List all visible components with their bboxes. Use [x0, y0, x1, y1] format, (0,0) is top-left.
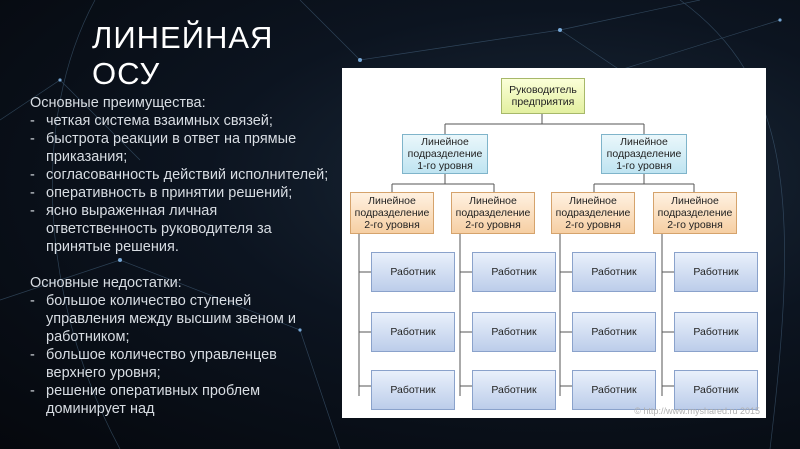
org-node-worker: Работник — [472, 370, 556, 410]
org-node-worker: Работник — [371, 312, 455, 352]
org-node-worker: Работник — [371, 252, 455, 292]
disadvantages-heading: Основные недостатки: — [30, 275, 182, 291]
disadvantage-item: решение оперативных проблем доминирует н… — [30, 382, 330, 418]
org-chart-connectors — [358, 114, 695, 396]
org-node-worker-label: Работник — [390, 266, 436, 278]
disadvantages-list: большое количество ступеней управления м… — [30, 292, 330, 418]
org-node-worker: Работник — [674, 252, 758, 292]
org-node-level2-label: Линейное подразделение 2-го уровня — [657, 195, 733, 231]
org-node-worker: Работник — [371, 370, 455, 410]
org-node-level2: Линейное подразделение 2-го уровня — [653, 192, 737, 234]
advantage-item: ясно выраженная личная ответственность р… — [30, 202, 330, 256]
org-node-level1-label: Линейное подразделение 1-го уровня — [407, 136, 483, 172]
advantages-list: четкая система взаимных связей; быстрота… — [30, 112, 330, 256]
advantage-item: оперативность в принятии решений; — [30, 184, 330, 202]
watermark: © http://www.myshared.ru 2015 — [634, 406, 760, 416]
org-node-worker-label: Работник — [591, 266, 637, 278]
disadvantage-item: большое количество управленцев верхнего … — [30, 346, 330, 382]
slide-title-line1: ЛИНЕЙНАЯ — [92, 20, 274, 55]
advantages-heading: Основные преимущества: — [30, 95, 206, 111]
disadvantage-item: большое количество ступеней управления м… — [30, 292, 330, 346]
org-node-level2: Линейное подразделение 2-го уровня — [551, 192, 635, 234]
org-node-level2-label: Линейное подразделение 2-го уровня — [455, 195, 531, 231]
advantage-item: быстрота реакции в ответ на прямые прика… — [30, 130, 330, 166]
slide-title: ЛИНЕЙНАЯ ОСУ — [92, 20, 292, 92]
org-node-worker-label: Работник — [390, 384, 436, 396]
org-node-worker-label: Работник — [390, 326, 436, 338]
org-node-level2: Линейное подразделение 2-го уровня — [350, 192, 434, 234]
org-node-level1: Линейное подразделение 1-го уровня — [402, 134, 488, 174]
org-node-worker: Работник — [572, 312, 656, 352]
org-node-worker-label: Работник — [491, 266, 537, 278]
org-node-level2-label: Линейное подразделение 2-го уровня — [354, 195, 430, 231]
org-node-worker-label: Работник — [693, 384, 739, 396]
org-node-level2: Линейное подразделение 2-го уровня — [451, 192, 535, 234]
org-node-worker: Работник — [572, 252, 656, 292]
org-node-worker: Работник — [674, 370, 758, 410]
org-node-level1: Линейное подразделение 1-го уровня — [601, 134, 687, 174]
section-spacer — [30, 256, 330, 274]
org-node-head-label: Руководитель предприятия — [509, 84, 577, 108]
org-node-worker-label: Работник — [491, 326, 537, 338]
org-node-worker-label: Работник — [693, 266, 739, 278]
org-node-worker-label: Работник — [591, 384, 637, 396]
org-node-worker-label: Работник — [693, 326, 739, 338]
advantage-item: четкая система взаимных связей; — [30, 112, 330, 130]
org-node-worker: Работник — [572, 370, 656, 410]
org-node-head: Руководитель предприятия — [501, 78, 585, 114]
org-node-worker-label: Работник — [591, 326, 637, 338]
advantage-item: согласованность действий исполнителей; — [30, 166, 330, 184]
org-node-level2-label: Линейное подразделение 2-го уровня — [555, 195, 631, 231]
slide-title-line2: ОСУ — [92, 56, 161, 91]
org-node-worker: Работник — [472, 312, 556, 352]
org-node-worker: Работник — [472, 252, 556, 292]
slide-text-block: Основные преимущества: четкая система вз… — [30, 94, 330, 418]
org-node-level1-label: Линейное подразделение 1-го уровня — [606, 136, 682, 172]
org-chart-panel: Руководитель предприятия Линейное подраз… — [342, 68, 766, 418]
org-node-worker-label: Работник — [491, 384, 537, 396]
org-node-worker: Работник — [674, 312, 758, 352]
